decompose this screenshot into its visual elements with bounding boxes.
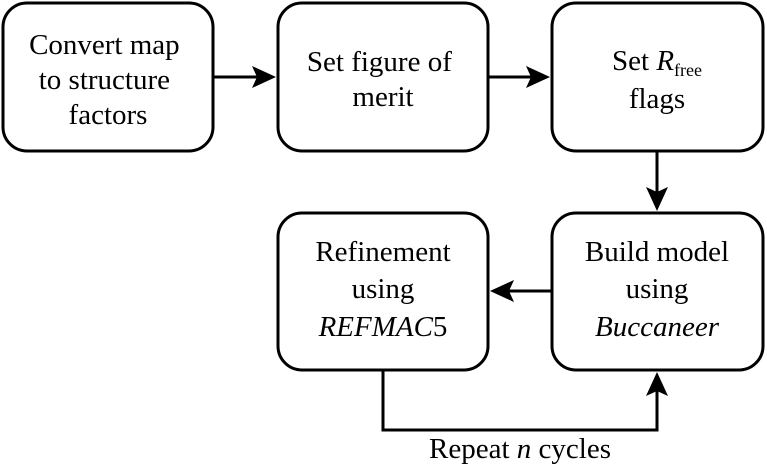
arrowhead-rfree-to-build (646, 187, 668, 211)
convert-map-label: Convert map to structure factors (29, 29, 187, 131)
rfree-label-line1: Set Rfree (612, 45, 702, 80)
rfree-flags-box (550, 1, 765, 153)
arrowhead-build-to-refine (490, 280, 514, 302)
refinement-label-line1: Refinement (315, 236, 450, 268)
figure-of-merit-label: Set figure of merit (307, 46, 459, 113)
arrowhead-loop-to-build (646, 372, 668, 396)
build-model-label-line3: Buccaneer (595, 311, 720, 343)
build-model-label-line2: using (626, 273, 689, 305)
loop-arrow-refine-to-build (381, 370, 659, 432)
refinement-label-line2: using (352, 273, 415, 305)
build-model-label-line1: Build model (585, 236, 729, 268)
refinement-label-line3: REFMAC5 (318, 311, 448, 343)
rfree-label-line2: flags (629, 83, 685, 115)
repeat-cycles-label: Repeat n cycles (429, 433, 611, 465)
arrowhead-convert-to-fom (252, 66, 276, 88)
arrowhead-fom-to-rfree (526, 66, 550, 88)
